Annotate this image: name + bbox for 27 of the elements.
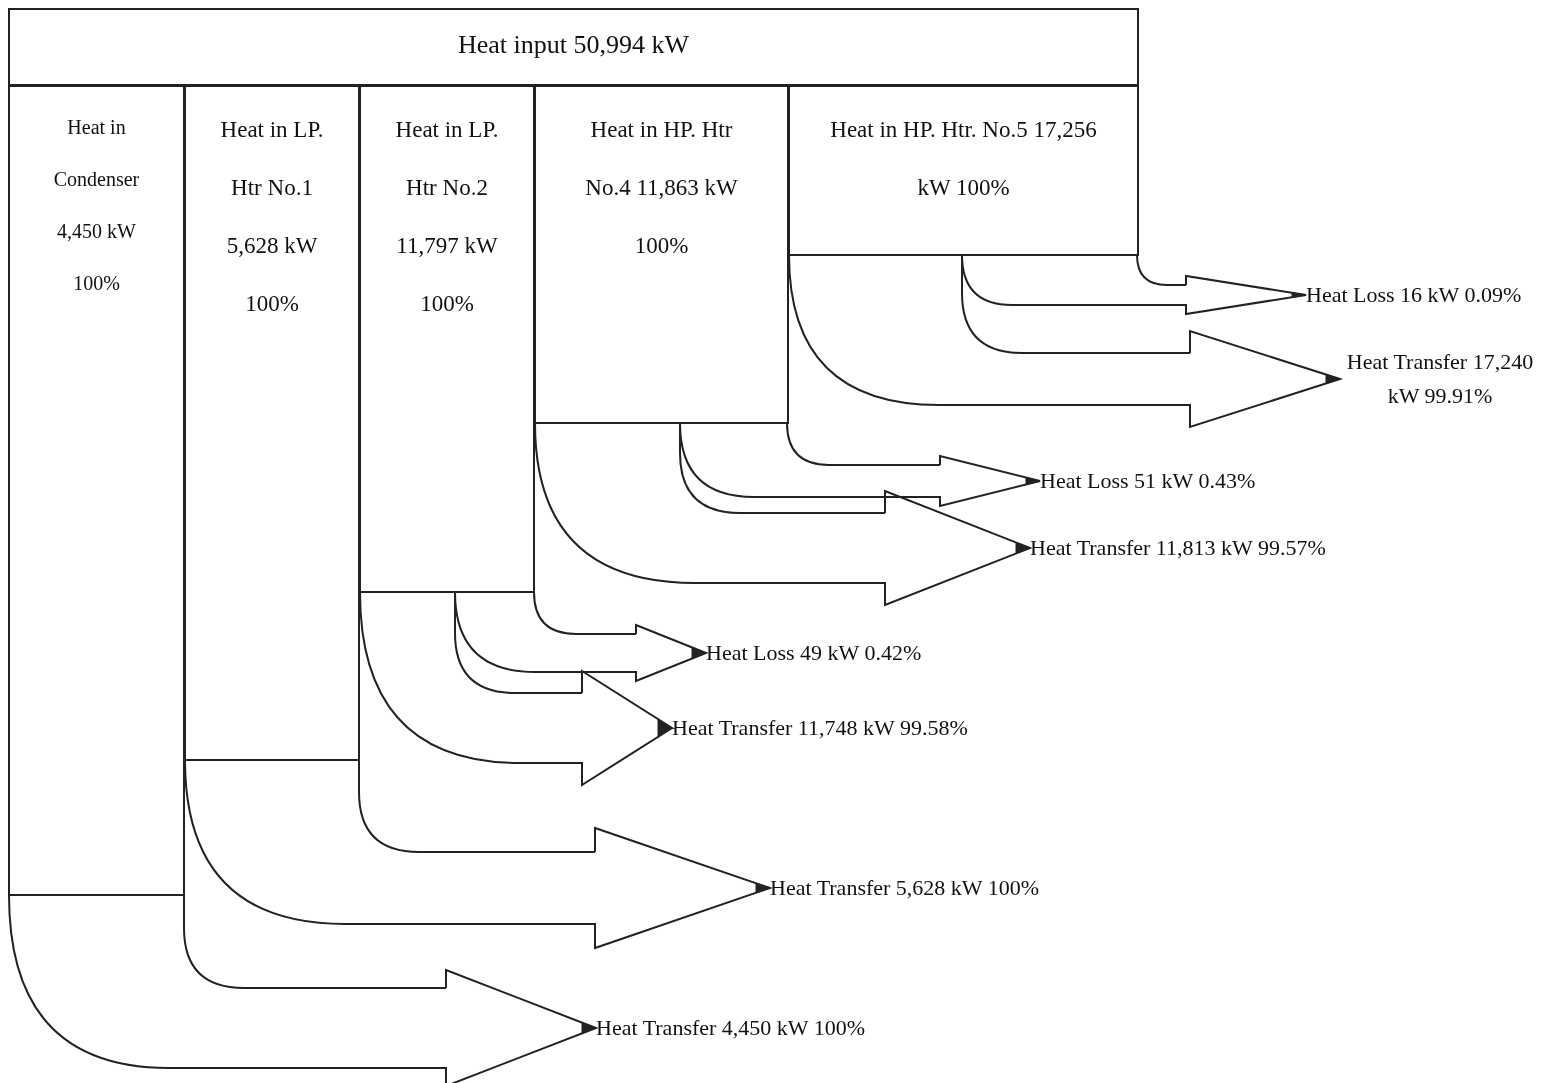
heater-box — [788, 85, 1139, 256]
heater-box — [534, 85, 789, 424]
flow-label: Heat Transfer 11,748 kW 99.58% — [672, 713, 968, 743]
flow-arrow — [8, 894, 597, 1083]
flow-arrow — [359, 591, 673, 786]
heater-box — [184, 85, 360, 761]
box-label: Heat in HP. Htr No.4 11,863 kW 100% — [584, 116, 739, 260]
box-label: Heat in LP. Htr No.2 11,797 kW 100% — [394, 116, 500, 318]
box-label: Heat in LP. Htr No.1 5,628 kW 100% — [219, 116, 325, 318]
flow-arrow — [184, 759, 771, 949]
heater-box — [8, 85, 185, 896]
flow-label: Heat Transfer 11,813 kW 99.57% — [1030, 533, 1326, 563]
flow-arrow — [788, 254, 1341, 428]
flow-label: Heat Transfer 5,628 kW 100% — [770, 873, 1040, 903]
flow-arrow — [534, 422, 1031, 606]
flow-arrow — [679, 422, 1041, 507]
flow-label: Heat Transfer 4,450 kW 100% — [596, 1013, 866, 1043]
flow-label: Heat Loss 49 kW 0.42% — [706, 638, 922, 668]
heater-box — [359, 85, 535, 593]
box-label: Heat input 50,994 kW — [456, 29, 691, 61]
heat-input-box — [8, 8, 1139, 86]
flow-label: Heat Loss 51 kW 0.43% — [1040, 466, 1256, 496]
flow-label: Heat Loss 16 kW 0.09% — [1306, 280, 1522, 310]
box-label: Heat in Condenser 4,450 kW 100% — [52, 115, 141, 296]
flow-arrow — [454, 591, 707, 682]
box-label: Heat in HP. Htr. No.5 17,256 kW 100% — [829, 116, 1098, 202]
flow-label: Heat Transfer 17,240 kW 99.91% — [1340, 345, 1540, 413]
